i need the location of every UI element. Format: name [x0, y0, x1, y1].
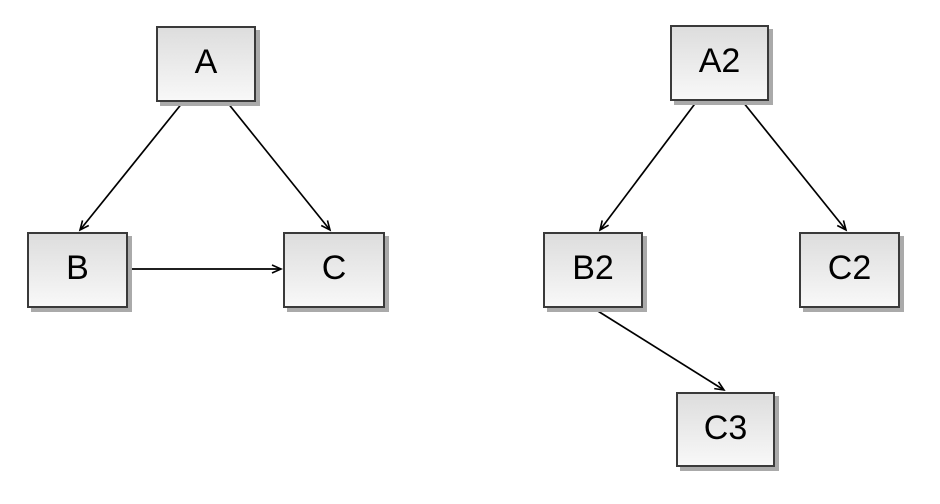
node-label: C3 — [703, 408, 748, 447]
edge-A2-to-C2[interactable] — [742, 101, 848, 232]
node-B[interactable]: B — [27, 232, 128, 308]
node-C2[interactable]: C2 — [799, 232, 900, 308]
edge-A2-to-B2[interactable] — [598, 100, 698, 232]
edge-B2-to-C3[interactable] — [592, 307, 726, 392]
node-label: C — [321, 249, 347, 287]
node-label: A — [194, 43, 218, 81]
node-C3[interactable]: C3 — [676, 392, 775, 467]
edge-A-to-C[interactable] — [226, 101, 332, 232]
node-label: C2 — [827, 249, 872, 287]
edge-A-to-B[interactable] — [78, 101, 184, 232]
node-A[interactable]: A — [156, 26, 256, 102]
node-label: A2 — [698, 42, 741, 80]
node-label: B — [66, 249, 89, 287]
node-A2[interactable]: A2 — [670, 25, 769, 101]
node-label: B2 — [572, 249, 614, 287]
node-C[interactable]: C — [283, 232, 385, 308]
node-B2[interactable]: B2 — [543, 232, 643, 308]
